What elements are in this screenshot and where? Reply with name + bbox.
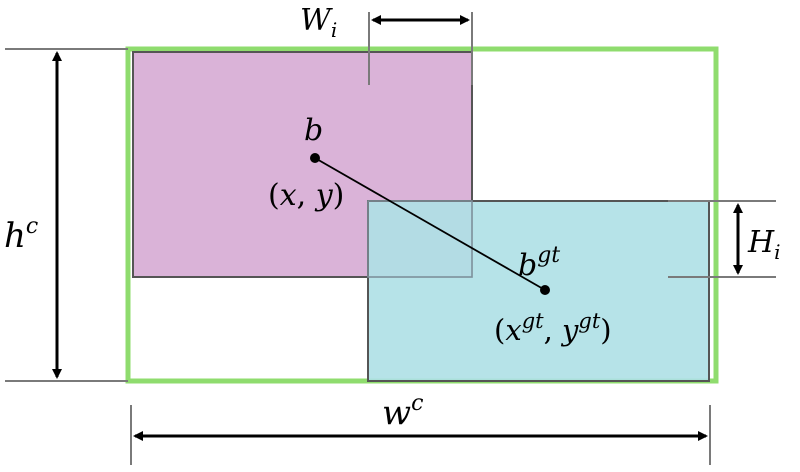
hc-label: hc	[4, 214, 38, 256]
hc-label-sup: c	[26, 214, 38, 239]
wi-label-base: W	[300, 3, 333, 38]
wc-label-sup: c	[411, 391, 423, 416]
ground-truth-box-label: bgt	[518, 243, 560, 283]
wc-label: wc	[382, 391, 423, 433]
hi-label-sub: i	[774, 240, 780, 264]
ground-truth-box	[367, 200, 710, 382]
wc-label-base: w	[382, 393, 411, 433]
wi-label-sub: i	[331, 18, 337, 42]
center-distance-line	[314, 157, 546, 291]
ground-truth-center-point	[540, 285, 550, 295]
ground-truth-center-label: (xgt, ygt)	[494, 309, 612, 347]
wi-label: Wi	[300, 3, 337, 42]
predicted-center-point	[310, 153, 320, 163]
predicted-center-label: (x, y)	[268, 178, 344, 213]
intersection-region	[367, 200, 473, 278]
hi-label-base: H	[747, 225, 775, 260]
predicted-box-label: b	[304, 113, 323, 148]
hi-label: Hi	[747, 225, 781, 264]
hc-label-base: h	[4, 216, 26, 256]
